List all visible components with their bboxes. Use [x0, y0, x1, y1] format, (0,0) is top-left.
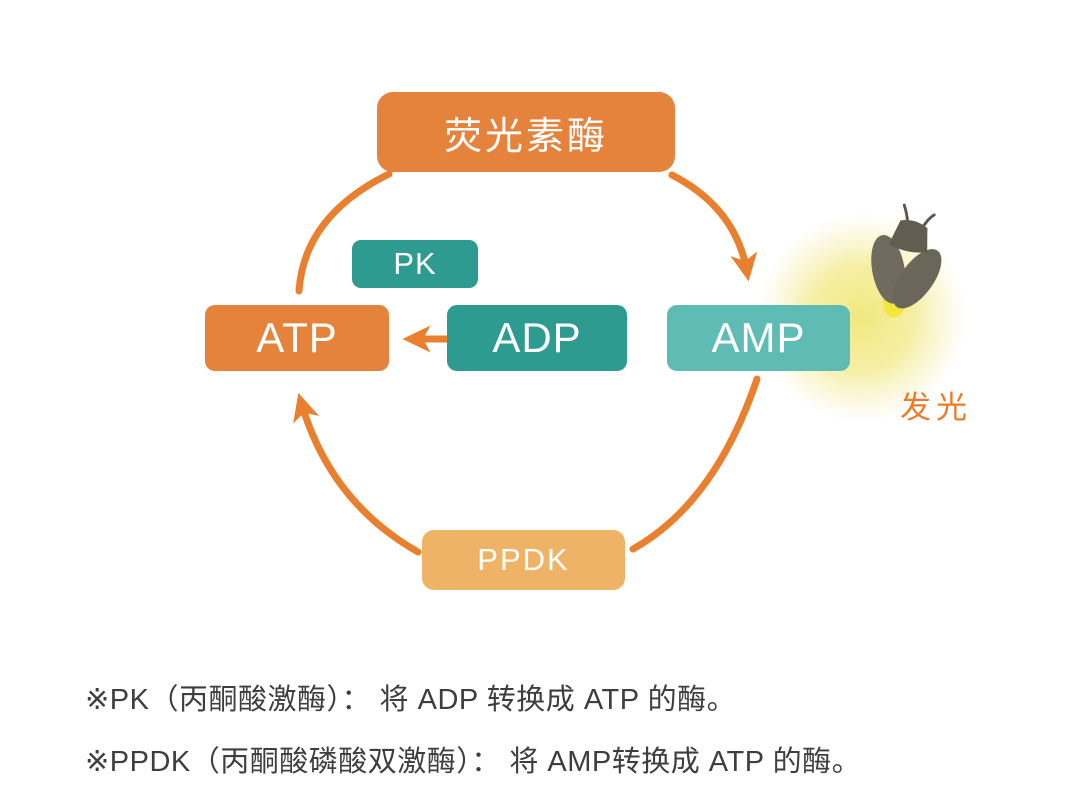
- firefly-wing-right: [892, 249, 942, 309]
- arc-amp-to-ppdk: [629, 375, 761, 553]
- note-ppdk: ※PPDK（丙酮酸磷酸双激酶）： 将 AMP转换成 ATP 的酶。: [85, 746, 862, 778]
- glow-label: 发光: [900, 390, 972, 425]
- firefly-head: [888, 220, 928, 253]
- luciferase-box: 荧光素酶: [377, 92, 675, 172]
- firefly-icon: [871, 203, 942, 318]
- amp-box: AMP: [667, 305, 850, 371]
- cycle-arrows: [293, 170, 761, 556]
- arc-luciferase-to-amp: [668, 171, 758, 282]
- atp-box: ATP: [205, 305, 389, 371]
- pk-box: PK: [352, 240, 478, 288]
- arc-atp-to-luciferase: [295, 170, 393, 295]
- arc-ppdk-to-atp: [293, 392, 422, 556]
- ppdk-box: PPDK: [422, 530, 625, 590]
- note-pk: ※PK（丙酮酸激酶）： 将 ADP 转换成 ATP 的酶。: [85, 684, 737, 716]
- adp-box: ADP: [447, 305, 627, 371]
